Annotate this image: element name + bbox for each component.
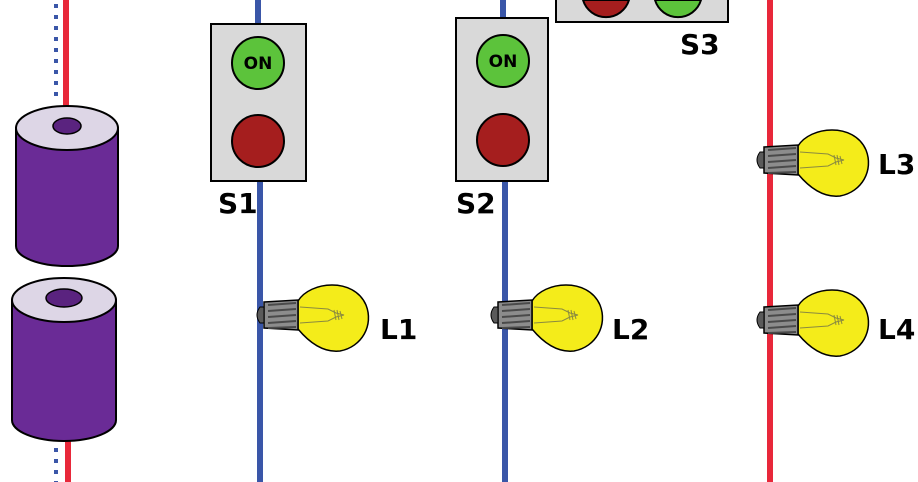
- off-button[interactable]: [476, 113, 530, 167]
- switch-s2[interactable]: ON: [455, 17, 549, 182]
- wires: [54, 0, 773, 482]
- off-button[interactable]: [231, 114, 285, 168]
- switch-label-s2: S2: [456, 187, 496, 220]
- battery-icon: [11, 277, 117, 442]
- lamp-label-l1: L1: [380, 313, 417, 346]
- on-button[interactable]: ON: [476, 34, 530, 88]
- on-button-label: ON: [489, 52, 518, 72]
- switch-s1[interactable]: ON: [210, 23, 307, 182]
- bulb-icon: [756, 289, 870, 358]
- on-button[interactable]: ON: [231, 36, 285, 90]
- switch-label-s3: S3: [680, 28, 720, 61]
- on-button[interactable]: [653, 0, 703, 19]
- on-button-label: ON: [244, 54, 273, 74]
- switch-icon: [555, 0, 729, 23]
- off-button[interactable]: [581, 0, 631, 19]
- bulb-icon: [756, 129, 870, 198]
- lamp-label-l2: L2: [612, 313, 649, 346]
- battery-icon: [15, 105, 119, 267]
- lamp-label-l4: L4: [878, 313, 915, 346]
- bulb-icon: [256, 284, 370, 353]
- switch-s3[interactable]: [555, 0, 729, 23]
- switch-label-s1: S1: [218, 187, 258, 220]
- lamp-label-l3: L3: [878, 148, 915, 181]
